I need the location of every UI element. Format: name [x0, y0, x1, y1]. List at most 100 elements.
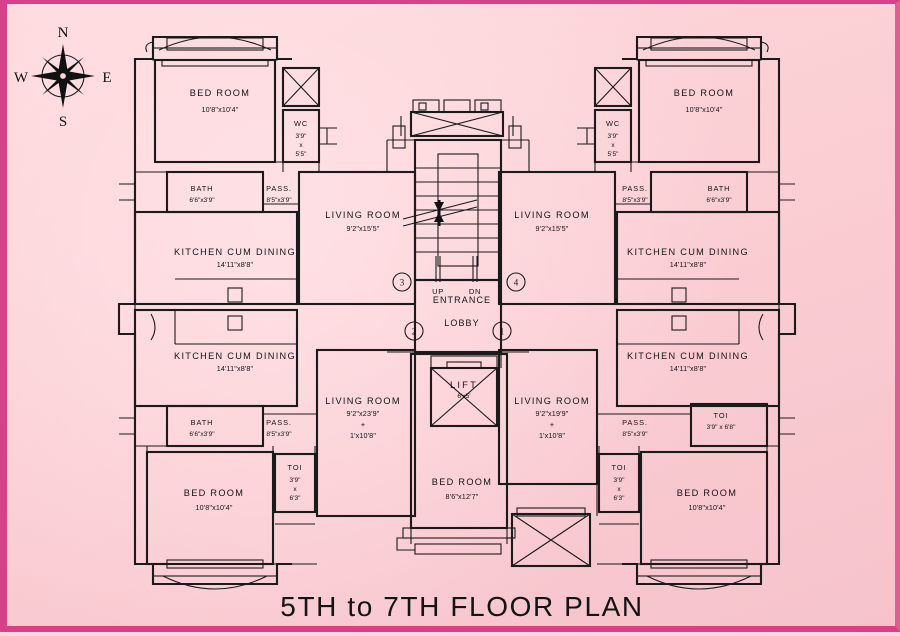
- room-label-kitchen-bl: KITCHEN CUM DINING: [174, 351, 296, 361]
- lobby-label-line2: LOBBY: [444, 318, 480, 328]
- stair-dn-label: DN: [469, 287, 481, 296]
- room-dim-pass-tr: 8'5"x3'9": [622, 197, 648, 204]
- room-dim-living-tr: 9'2"x15'5": [536, 224, 569, 233]
- room-dim-kitchen-bl: 14'11"x8'8": [217, 364, 254, 373]
- room-dim-pass-br: 8'5"x3'9": [622, 431, 648, 438]
- room-dim-pass-bl: 8'5"x3'9": [266, 431, 292, 438]
- room-living-br: [497, 348, 599, 486]
- room-kitchen-tr: [615, 210, 781, 306]
- lift-shaft: LIFT 6'x5': [429, 355, 499, 428]
- room-label-toi-bl: TOI: [288, 463, 303, 472]
- room-label-kitchen-tr: KITCHEN CUM DINING: [627, 247, 749, 257]
- duct-shaft-top-center: [409, 99, 505, 138]
- room-label-wc-tl: WC: [294, 119, 308, 128]
- unit-top-left: BED ROOM 10'8"x10'4" WC 3'9" x 5'5" BATH…: [119, 36, 417, 306]
- room-label-bed-tl: BED ROOM: [190, 88, 250, 98]
- balcony-bottom-center: [396, 527, 516, 555]
- room-label-bath-bl: BATH: [191, 418, 214, 427]
- unit-marker-4[interactable]: 4: [506, 272, 526, 292]
- room-dim-wc-tr-2: 5'5": [608, 151, 620, 158]
- room-dim-toi-bl-x: x: [293, 486, 297, 493]
- central-core: UP DN ENTRANCE LOBBY LIFT 6'x5': [386, 99, 530, 428]
- staircase: UP DN: [402, 138, 503, 296]
- room-label-living-bl: LIVING ROOM: [325, 396, 401, 406]
- room-dim-bed-bc: 8'6"x12'7": [446, 492, 479, 501]
- unit-marker-3[interactable]: 3: [392, 272, 412, 292]
- room-label-bed-bc: BED ROOM: [432, 477, 492, 487]
- room-dim-toi-br: 3'9" x 6'8": [707, 424, 736, 431]
- room-label-living-br: LIVING ROOM: [514, 396, 590, 406]
- room-bath-tl: [165, 170, 265, 214]
- room-dim-living-bl: 9'2"x23'9": [347, 409, 380, 418]
- unit-bottom-right: KITCHEN CUM DINING 14'11"x8'8" PASS. 8'5…: [497, 304, 795, 590]
- room-dim-wc-tl-2: 5'5": [296, 151, 308, 158]
- unit-bottom-left: KITCHEN CUM DINING 14'11"x8'8" BATH 6'6"…: [119, 304, 417, 590]
- room-bath-bl: [165, 404, 265, 448]
- room-bath-tr: [649, 170, 749, 214]
- room-dim-toi-bl-1: 3'9": [290, 477, 302, 484]
- room-dim-kitchen-tl: 14'11"x8'8": [217, 260, 254, 269]
- room-dim-bath-tr: 6'6"x3'9": [706, 197, 732, 204]
- room-dim-wc-tl-x: x: [299, 142, 303, 149]
- room-label-pass-tl: PASS.: [266, 184, 292, 193]
- unit-number-markers: 3 4 2 1: [392, 272, 526, 341]
- room-dim-toi-br2-1: 3'9": [614, 477, 626, 484]
- room-label-pass-bl: PASS.: [266, 418, 292, 427]
- room-living-tl: [297, 170, 417, 306]
- duct-shaft-bottom-center: [510, 507, 592, 568]
- room-label-pass-br: PASS.: [622, 418, 648, 427]
- room-dim-pass-tl: 8'5"x3'9": [266, 197, 292, 204]
- room-label-toi-br: TOI: [714, 411, 729, 420]
- stair-break-marker: [434, 200, 444, 226]
- compass-south-label: S: [59, 114, 67, 130]
- entrance-lobby: [413, 278, 503, 354]
- page-title: 5TH to 7TH FLOOR PLAN: [280, 591, 643, 622]
- unit-marker-2[interactable]: 2: [404, 321, 424, 341]
- lift-label: LIFT: [450, 379, 478, 390]
- room-dim-wc-tr-x: x: [611, 142, 615, 149]
- room-dim-bed-tr: 10'8"x10'4": [685, 105, 722, 114]
- room-label-pass-tr: PASS.: [622, 184, 648, 193]
- room-label-living-tr: LIVING ROOM: [514, 210, 590, 220]
- balcony-canopy-tl: [145, 36, 278, 61]
- sink-fixture-bl: [227, 315, 243, 331]
- room-label-living-tl: LIVING ROOM: [325, 210, 401, 220]
- balcony-canopy-tr: [636, 36, 769, 61]
- room-label-kitchen-tl: KITCHEN CUM DINING: [174, 247, 296, 257]
- room-dim-toi-br2-2: 6'3": [614, 495, 626, 502]
- room-wc-tr: [593, 108, 633, 164]
- room-dim2-living-bl: 1'x10'8": [350, 431, 376, 440]
- room-label-toi-br2: TOI: [612, 463, 627, 472]
- lift-dim: 6'x5': [457, 393, 470, 400]
- room-label-bed-tr: BED ROOM: [674, 88, 734, 98]
- room-wc-tl: [281, 108, 321, 164]
- room-dim-bed-tl: 10'8"x10'4": [201, 105, 238, 114]
- room-dim-wc-tl-1: 3'9": [296, 133, 308, 140]
- room-dimplus-living-bl: +: [361, 420, 365, 429]
- room-dim-living-br: 9'2"x19'9": [536, 409, 569, 418]
- floor-plan-drawing: N S E W BED ROOM 10'8"x10'4": [14, 25, 797, 622]
- unit-marker-1[interactable]: 1: [492, 321, 512, 341]
- room-dim-living-tl: 9'2"x15'5": [347, 224, 380, 233]
- sink-fixture-br: [671, 315, 687, 331]
- lobby-label-line1: ENTRANCE: [433, 295, 491, 305]
- sink-fixture-tl: [227, 287, 243, 303]
- unit-number-3: 3: [400, 278, 405, 288]
- compass-rose: N S E W: [14, 25, 112, 130]
- room-dim-bath-bl: 6'6"x3'9": [189, 431, 215, 438]
- room-dim-toi-bl-2: 6'3": [290, 495, 302, 502]
- unit-number-4: 4: [514, 278, 519, 288]
- room-dim-toi-br2-x: x: [617, 486, 621, 493]
- room-dim2-living-br: 1'x10'8": [539, 431, 565, 440]
- duct-shaft-tr: [593, 66, 633, 108]
- room-dim-bed-br: 10'8"x10'4": [688, 503, 725, 512]
- room-label-bed-br: BED ROOM: [677, 488, 737, 498]
- room-dim-kitchen-br: 14'11"x8'8": [670, 364, 707, 373]
- compass-north-label: N: [58, 25, 69, 41]
- room-label-wc-tr: WC: [606, 119, 620, 128]
- compass-east-label: E: [102, 70, 111, 86]
- room-dimplus-living-br: +: [550, 420, 554, 429]
- room-label-bath-tl: BATH: [191, 184, 214, 193]
- duct-shaft-tl: [281, 66, 321, 108]
